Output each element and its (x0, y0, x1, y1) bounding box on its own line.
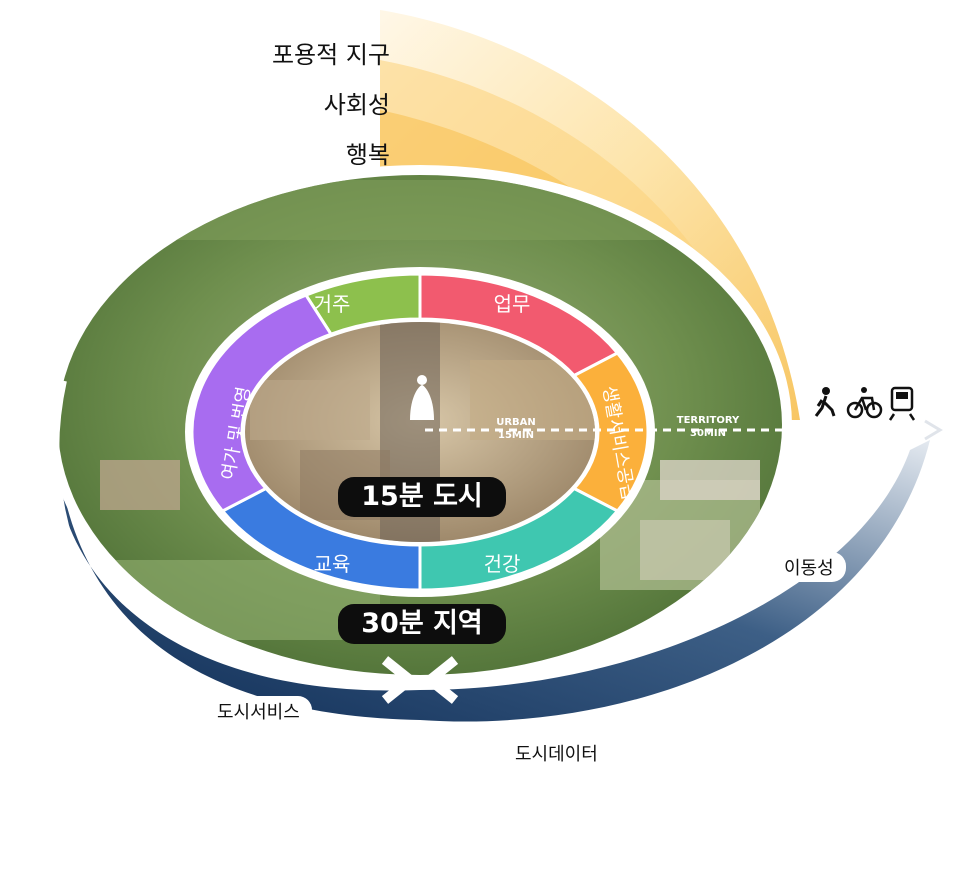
territory-label-line1: TERRITORY (676, 415, 740, 426)
center-figure (410, 385, 434, 420)
territory-label-line2: 30MIN (690, 428, 726, 439)
label-inclusive-district: 포용적 지구 (271, 41, 390, 69)
segment-label-work: 업무 (493, 292, 531, 316)
mobility-label: 이동성 (772, 552, 846, 582)
ring-segment-leisure (190, 293, 334, 513)
walk-icon (814, 387, 836, 417)
urban-services-label: 도시서비스 (205, 696, 312, 726)
territory-label: TERRITORY 30MIN (668, 414, 748, 440)
title-15min-city: 15분 도시 (338, 477, 506, 517)
train-icon (888, 386, 916, 421)
label-happiness: 행복 (345, 141, 390, 169)
convergence-arrows (381, 656, 459, 704)
service-ring (190, 272, 650, 592)
service-arrow (45, 378, 412, 807)
mobility-band (53, 420, 930, 722)
segment-label-housing: 거주 (313, 292, 351, 316)
urban-label-line2: 15MIN (498, 430, 534, 441)
segment-label-education: 교육 (313, 552, 351, 576)
segment-label-health: 건강 (483, 552, 521, 576)
urban-data-label: 도시데이터 (515, 744, 598, 765)
title-30min-region: 30분 지역 (338, 604, 506, 644)
bicycle-icon (846, 387, 883, 419)
urban-label: URBAN 15MIN (486, 416, 546, 442)
urban-label-line1: URBAN (496, 417, 536, 428)
label-sociality: 사회성 (323, 91, 390, 119)
